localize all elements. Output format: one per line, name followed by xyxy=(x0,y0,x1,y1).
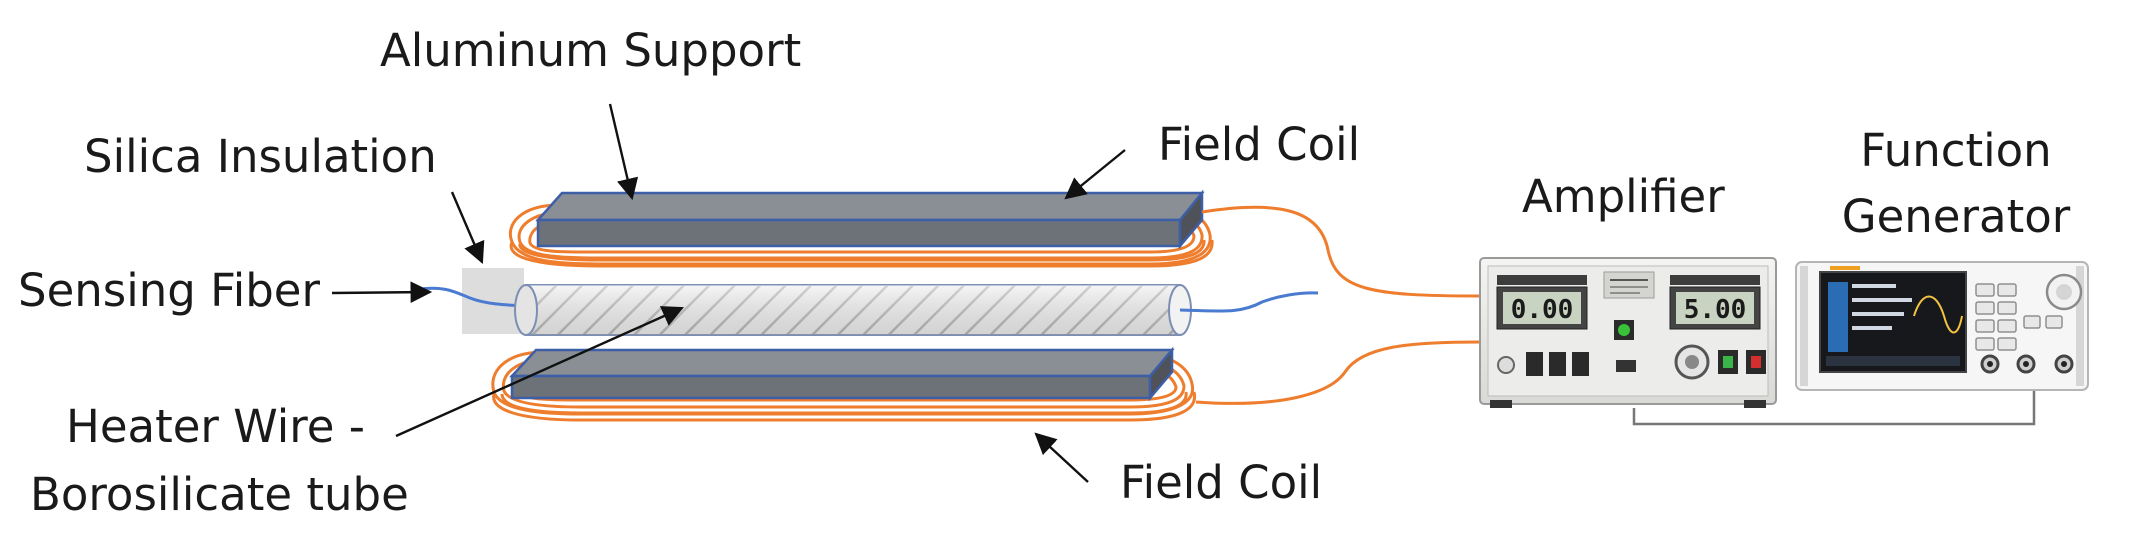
heater-wire-pointer xyxy=(395,306,684,438)
borosilicate-tube-label: Borosilicate tube xyxy=(30,468,409,521)
top-aluminum-plate xyxy=(535,189,1205,250)
amplifier-label: Amplifier xyxy=(1522,170,1725,223)
silica-insulation-pointer xyxy=(450,191,485,264)
signal-cable xyxy=(1632,386,2036,426)
wiring xyxy=(1195,205,2036,426)
coil-lead-top xyxy=(1201,205,1481,298)
field-coil-bottom-label: Field Coil xyxy=(1120,456,1322,509)
amplifier-device-icon: 0.00 5.00 xyxy=(1479,257,1777,408)
diagram-labels: Aluminum Support Silica Insulation Sensi… xyxy=(18,24,2071,521)
heater-wire-label: Heater Wire - xyxy=(66,400,365,453)
coil-apparatus xyxy=(419,189,1319,422)
function-generator-device-icon xyxy=(1795,261,2089,391)
silica-insulation-block xyxy=(462,268,524,334)
aluminum-support-pointer xyxy=(608,103,639,201)
sensing-fiber-right-tail xyxy=(1179,291,1319,313)
sensing-fiber-pointer xyxy=(331,281,433,303)
sensing-fiber-left-tail xyxy=(419,286,527,308)
pointer-lines xyxy=(331,103,1126,483)
bottom-field-coil-front xyxy=(492,391,1197,422)
borosilicate-tube xyxy=(514,284,1192,336)
amplifier-right-reading: 5.00 xyxy=(1684,295,1747,325)
top-field-coil-front xyxy=(509,239,1214,268)
sensing-fiber-label: Sensing Fiber xyxy=(18,264,320,317)
coil-lead-bottom xyxy=(1195,340,1481,405)
field-coil-top-label: Field Coil xyxy=(1158,118,1360,171)
silica-insulation-label: Silica Insulation xyxy=(84,130,437,183)
bottom-aluminum-plate xyxy=(509,346,1175,402)
field-coil-top-pointer xyxy=(1064,149,1126,200)
function-generator-label-line2: Generator xyxy=(1842,190,2071,243)
field-coil-bottom-pointer xyxy=(1034,432,1089,483)
aluminum-support-label: Aluminum Support xyxy=(380,24,801,77)
amplifier-left-reading: 0.00 xyxy=(1511,295,1574,325)
function-generator-label-line1: Function xyxy=(1860,124,2051,177)
